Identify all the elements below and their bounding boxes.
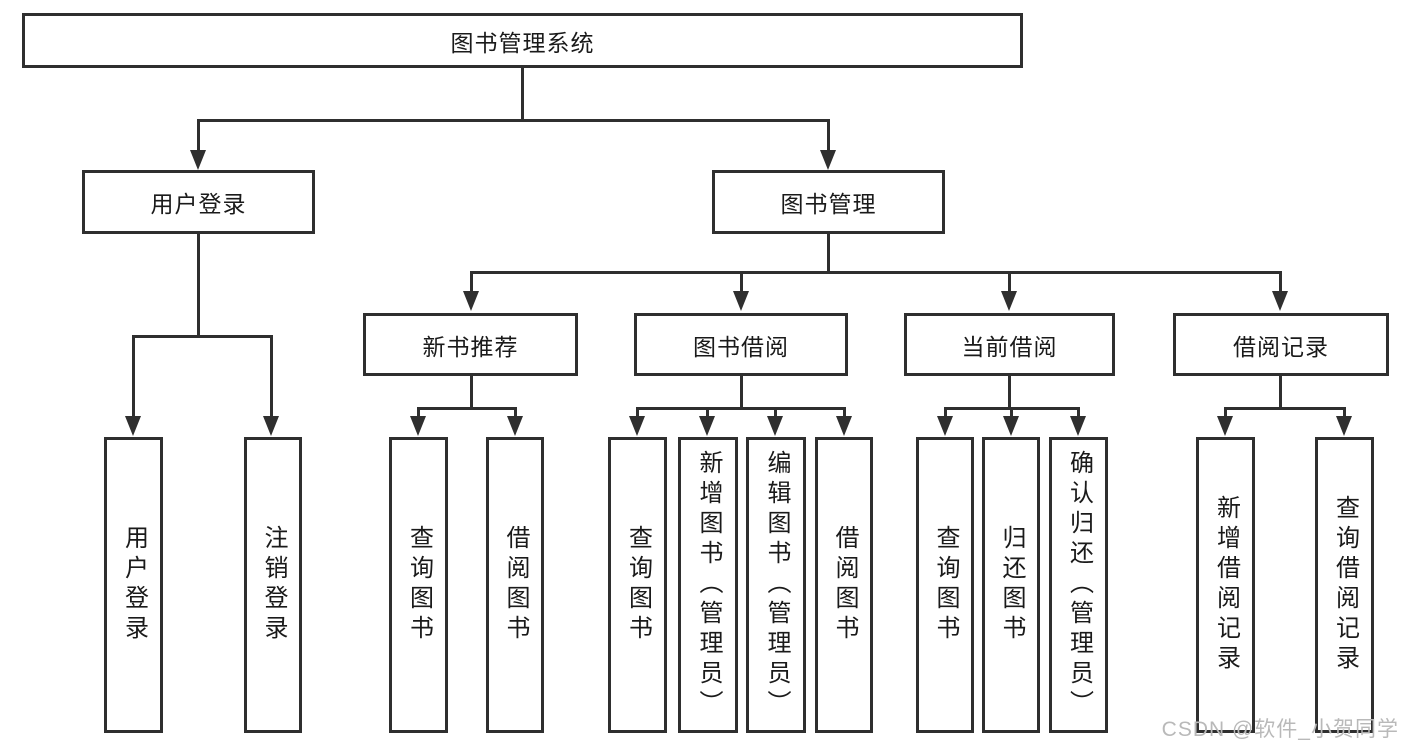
arrow-down-icon (410, 416, 426, 436)
node-system-root: 图书管理系统 (22, 13, 1023, 68)
connector-line (470, 271, 473, 296)
connector-line (470, 271, 1282, 274)
leaf-edit-book-admin: 编辑图书（管理员） (746, 437, 806, 733)
connector-line (740, 376, 743, 410)
leaf-query-books: 查询图书 (389, 437, 448, 733)
node-book-management: 图书管理 (712, 170, 945, 234)
node-borrow-records: 借阅记录 (1173, 313, 1389, 376)
arrow-down-icon (820, 150, 836, 170)
connector-line (132, 335, 273, 338)
connector-line (1224, 407, 1346, 410)
connector-line (514, 407, 517, 419)
connector-line (944, 407, 947, 419)
leaf-query-books: 查询图书 (608, 437, 667, 733)
connector-line (843, 407, 846, 419)
arrow-down-icon (463, 291, 479, 311)
connector-line (706, 407, 709, 419)
connector-line (197, 119, 200, 153)
connector-line (197, 119, 829, 122)
connector-line (774, 407, 777, 419)
arrow-down-icon (1272, 291, 1288, 311)
connector-line (1343, 407, 1346, 419)
connector-line (1279, 376, 1282, 410)
connector-line (521, 68, 524, 121)
leaf-user-login: 用户登录 (104, 437, 163, 733)
node-user-login: 用户登录 (82, 170, 315, 234)
leaf-logout: 注销登录 (244, 437, 302, 733)
leaf-return-books: 归还图书 (982, 437, 1040, 733)
arrow-down-icon (1003, 416, 1019, 436)
connector-line (827, 234, 830, 274)
arrow-down-icon (629, 416, 645, 436)
connector-line (636, 407, 639, 419)
arrow-down-icon (1070, 416, 1086, 436)
leaf-add-book-admin: 新增图书（管理员） (678, 437, 738, 733)
arrow-down-icon (1217, 416, 1233, 436)
arrow-down-icon (733, 291, 749, 311)
connector-line (1008, 271, 1011, 296)
leaf-confirm-return-admin: 确认归还（管理员） (1049, 437, 1108, 733)
leaf-borrow-books: 借阅图书 (486, 437, 544, 733)
csdn-watermark: CSDN @软件_小贺同学 (1161, 718, 1399, 741)
node-book-borrow: 图书借阅 (634, 313, 848, 376)
arrow-down-icon (767, 416, 783, 436)
arrow-down-icon (1336, 416, 1352, 436)
arrow-down-icon (190, 150, 206, 170)
arrow-down-icon (1001, 291, 1017, 311)
node-current-borrow: 当前借阅 (904, 313, 1115, 376)
connector-line (1010, 407, 1013, 419)
node-new-book-recommend: 新书推荐 (363, 313, 578, 376)
connector-line (417, 407, 420, 419)
connector-line (827, 119, 830, 153)
connector-line (1008, 376, 1011, 410)
arrow-down-icon (937, 416, 953, 436)
connector-line (636, 407, 846, 410)
arrow-down-icon (836, 416, 852, 436)
connector-line (197, 234, 200, 338)
connector-line (1279, 271, 1282, 296)
connector-line (470, 376, 473, 410)
arrow-down-icon (699, 416, 715, 436)
connector-line (132, 335, 135, 419)
leaf-query-borrow-record: 查询借阅记录 (1315, 437, 1374, 733)
connector-line (1224, 407, 1227, 419)
connector-line (417, 407, 517, 410)
connector-line (1077, 407, 1080, 419)
leaf-query-books: 查询图书 (916, 437, 974, 733)
arrow-down-icon (125, 416, 141, 436)
connector-line (270, 335, 273, 419)
leaf-add-borrow-record: 新增借阅记录 (1196, 437, 1255, 733)
arrow-down-icon (263, 416, 279, 436)
leaf-borrow-books: 借阅图书 (815, 437, 873, 733)
arrow-down-icon (507, 416, 523, 436)
connector-line (740, 271, 743, 296)
